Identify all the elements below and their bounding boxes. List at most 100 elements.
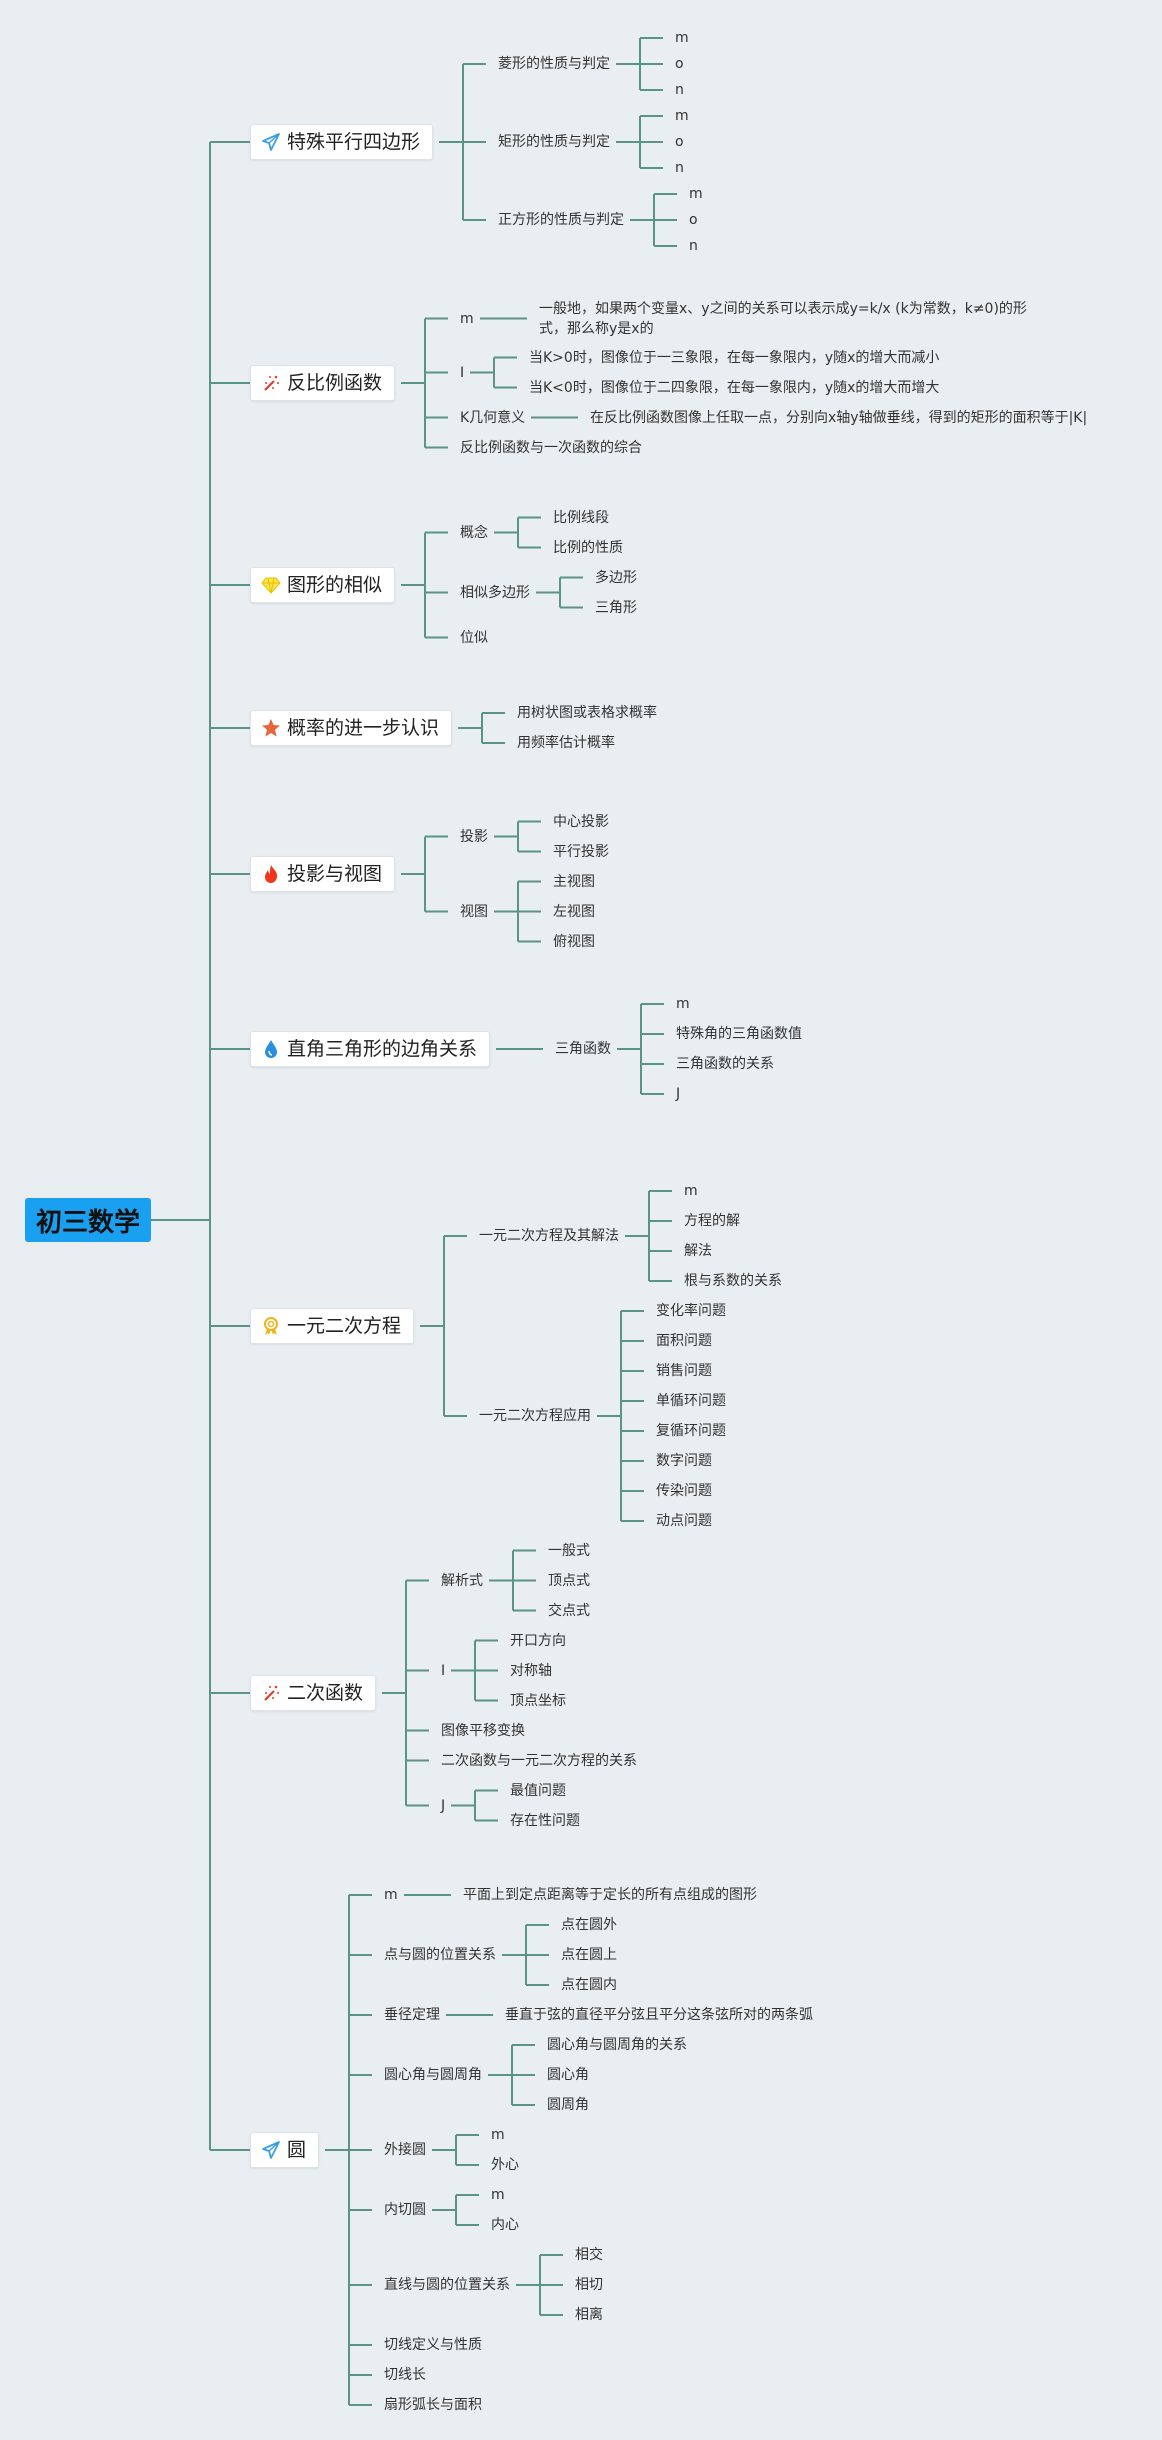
branch-node[interactable]: 概念	[460, 524, 488, 541]
leaf-node[interactable]: 切线长	[384, 2367, 426, 2383]
leaf-node[interactable]: 垂直于弦的直径平分弦且平分这条弦所对的两条弧	[505, 2007, 813, 2023]
leaf-node[interactable]: n	[675, 160, 684, 176]
leaf-node[interactable]: 顶点式	[548, 1572, 590, 1589]
branch-node[interactable]: m	[384, 1887, 398, 1903]
leaf-node[interactable]: 传染问题	[656, 1483, 712, 1499]
leaf-node[interactable]: 俯视图	[553, 933, 595, 950]
leaf-node[interactable]: 平面上到定点距离等于定长的所有点组成的图形	[463, 1887, 757, 1903]
leaf-node[interactable]: 圆周角	[547, 2097, 589, 2113]
branch-node[interactable]: 外接圆	[384, 2142, 426, 2158]
leaf-node[interactable]: 相切	[575, 2277, 603, 2293]
leaf-node[interactable]: 开口方向	[510, 1632, 566, 1649]
topic-node[interactable]: 反比例函数	[250, 365, 396, 401]
leaf-node[interactable]: 顶点坐标	[510, 1692, 566, 1709]
leaf-node[interactable]: 中心投影	[553, 813, 609, 830]
leaf-node[interactable]: m	[675, 30, 689, 46]
leaf-node[interactable]: 位似	[460, 629, 488, 646]
leaf-node[interactable]: 根与系数的关系	[684, 1273, 782, 1289]
leaf-node[interactable]: J	[676, 1086, 681, 1102]
leaf-node[interactable]: n	[689, 238, 698, 254]
leaf-node[interactable]: 解法	[684, 1243, 712, 1259]
leaf-node[interactable]: m	[676, 996, 690, 1012]
leaf-node[interactable]: 一般地，如果两个变量x、y之间的关系可以表示成y=k/x (k为常数，k≠0)的…	[539, 300, 1027, 337]
branch-node[interactable]: 内切圆	[384, 2202, 426, 2218]
leaf-node[interactable]: 切线定义与性质	[384, 2337, 482, 2353]
leaf-node[interactable]: 反比例函数与一次函数的综合	[460, 439, 642, 456]
leaf-node[interactable]: 相交	[575, 2247, 603, 2263]
leaf-node[interactable]: 动点问题	[656, 1513, 712, 1529]
leaf-node[interactable]: 内心	[491, 2217, 519, 2233]
leaf-node[interactable]: 相离	[575, 2307, 603, 2323]
leaf-node[interactable]: 扇形弧长与面积	[384, 2397, 482, 2413]
leaf-node[interactable]: 比例的性质	[553, 539, 623, 556]
leaf-node[interactable]: 三角形	[595, 599, 637, 616]
branch-node[interactable]: 垂径定理	[384, 2007, 440, 2023]
branch-node[interactable]: 解析式	[441, 1572, 483, 1589]
leaf-node[interactable]: 圆心角与圆周角的关系	[547, 2037, 687, 2053]
leaf-node[interactable]: 特殊角的三角函数值	[676, 1026, 802, 1042]
branch-node[interactable]: 矩形的性质与判定	[498, 134, 610, 150]
leaf-node[interactable]: 当K>0时，图像位于一三象限，在每一象限内，y随x的增大而减小	[529, 349, 940, 366]
branch-node[interactable]: 三角函数	[555, 1041, 611, 1057]
leaf-node[interactable]: 最值问题	[510, 1782, 566, 1799]
leaf-node[interactable]: 数字问题	[656, 1453, 712, 1469]
leaf-node[interactable]: 点在圆外	[561, 1917, 617, 1933]
leaf-node[interactable]: 用树状图或表格求概率	[517, 705, 657, 721]
leaf-node[interactable]: 单循环问题	[656, 1393, 726, 1409]
leaf-node[interactable]: 方程的解	[684, 1213, 740, 1229]
leaf-node[interactable]: 点在圆内	[561, 1977, 617, 1993]
leaf-node[interactable]: 一般式	[548, 1542, 590, 1559]
branch-node[interactable]: 视图	[460, 903, 488, 920]
leaf-node[interactable]: 左视图	[553, 903, 595, 920]
leaf-node[interactable]: 圆心角	[547, 2067, 589, 2083]
topic-node[interactable]: 概率的进一步认识	[250, 710, 453, 746]
topic-node[interactable]: 二次函数	[250, 1675, 377, 1711]
topic-node[interactable]: 一元二次方程	[250, 1308, 415, 1344]
leaf-node[interactable]: 二次函数与一元二次方程的关系	[441, 1752, 637, 1769]
leaf-node[interactable]: m	[684, 1183, 698, 1199]
leaf-node[interactable]: o	[675, 56, 684, 72]
leaf-node[interactable]: 三角函数的关系	[676, 1056, 774, 1072]
leaf-node[interactable]: 对称轴	[510, 1662, 552, 1679]
branch-node[interactable]: m	[460, 310, 474, 327]
branch-node[interactable]: K几何意义	[460, 409, 526, 426]
leaf-node[interactable]: 外心	[491, 2157, 519, 2173]
leaf-node[interactable]: m	[491, 2127, 505, 2143]
leaf-node[interactable]: m	[491, 2187, 505, 2203]
branch-node[interactable]: 投影	[460, 828, 488, 845]
leaf-node[interactable]: 变化率问题	[656, 1303, 726, 1319]
leaf-node[interactable]: 交点式	[548, 1602, 590, 1619]
branch-node[interactable]: 直线与圆的位置关系	[384, 2277, 510, 2293]
branch-node[interactable]: I	[460, 364, 465, 381]
leaf-node[interactable]: o	[675, 134, 684, 150]
leaf-node[interactable]: 销售问题	[656, 1363, 712, 1379]
branch-node[interactable]: 菱形的性质与判定	[498, 56, 610, 72]
leaf-node[interactable]: 比例线段	[553, 509, 609, 526]
leaf-node[interactable]: 主视图	[553, 873, 595, 890]
branch-node[interactable]: 一元二次方程应用	[479, 1408, 591, 1424]
leaf-node[interactable]: 平行投影	[553, 843, 609, 860]
leaf-node[interactable]: 在反比例函数图像上任取一点，分别向x轴y轴做垂线，得到的矩形的面积等于|K|	[590, 409, 1088, 426]
leaf-node[interactable]: 存在性问题	[510, 1812, 580, 1829]
topic-node[interactable]: 直角三角形的边角关系	[250, 1031, 491, 1067]
topic-node[interactable]: 圆	[250, 2132, 320, 2168]
leaf-node[interactable]: o	[689, 212, 698, 228]
leaf-node[interactable]: n	[675, 82, 684, 98]
leaf-node[interactable]: m	[689, 186, 703, 202]
topic-node[interactable]: 投影与视图	[250, 856, 396, 892]
leaf-node[interactable]: m	[675, 108, 689, 124]
leaf-node[interactable]: 用频率估计概率	[517, 735, 615, 751]
leaf-node[interactable]: 点在圆上	[561, 1947, 617, 1963]
branch-node[interactable]: 正方形的性质与判定	[498, 212, 624, 228]
branch-node[interactable]: 一元二次方程及其解法	[479, 1228, 619, 1244]
branch-node[interactable]: 点与圆的位置关系	[384, 1947, 496, 1963]
leaf-node[interactable]: 图像平移变换	[441, 1722, 525, 1739]
leaf-node[interactable]: 多边形	[595, 569, 637, 586]
branch-node[interactable]: 圆心角与圆周角	[384, 2067, 482, 2083]
topic-node[interactable]: 图形的相似	[250, 567, 396, 603]
leaf-node[interactable]: 当K<0时，图像位于二四象限，在每一象限内，y随x的增大而增大	[529, 379, 940, 396]
leaf-node[interactable]: 复循环问题	[656, 1423, 726, 1439]
root-node[interactable]: 初三数学	[25, 1198, 151, 1242]
branch-node[interactable]: 相似多边形	[460, 584, 530, 601]
topic-node[interactable]: 特殊平行四边形	[250, 124, 434, 160]
